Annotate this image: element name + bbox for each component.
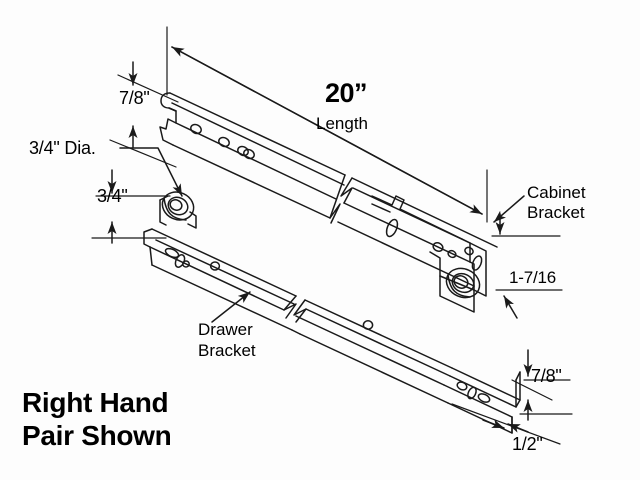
dimension-label-height-top: 7/8" bbox=[119, 88, 150, 108]
drawer-rail-lower bbox=[143, 191, 521, 434]
part-label-cabinet-bracket-line1: Cabinet bbox=[527, 183, 586, 202]
dimension-label-bracket-height: 1-7/16 bbox=[509, 268, 557, 287]
dimension-label-roller-diameter: 3/4" Dia. bbox=[29, 138, 96, 158]
dimension-roller-height bbox=[91, 169, 171, 244]
leader-cabinet-bracket bbox=[493, 195, 525, 223]
leader-roller-diameter bbox=[119, 147, 183, 197]
dimension-label-rail-height-bottom: 7/8" bbox=[531, 366, 562, 386]
dimension-label-length: 20” bbox=[325, 78, 368, 108]
dimension-bracket-height bbox=[491, 213, 563, 319]
dimension-label-roller-height: 3/4" bbox=[97, 186, 128, 206]
dimension-rail-width-bottom bbox=[451, 379, 561, 445]
dimension-rail-height-bottom bbox=[519, 349, 573, 421]
title-line-1: Right Hand bbox=[22, 387, 169, 418]
cabinet-bracket-plate bbox=[429, 238, 487, 313]
leader-drawer-bracket bbox=[211, 291, 251, 323]
part-label-drawer-bracket-line2: Bracket bbox=[198, 341, 256, 360]
cabinet-rail-upper bbox=[159, 92, 498, 287]
dimension-caption-length: Length bbox=[316, 114, 368, 133]
part-label-drawer-bracket-line1: Drawer bbox=[198, 320, 253, 339]
dimension-overall-length bbox=[166, 26, 488, 223]
part-label-cabinet-bracket-line2: Bracket bbox=[527, 203, 585, 222]
dimension-height-top bbox=[109, 61, 179, 168]
title-line-2: Pair Shown bbox=[22, 420, 172, 451]
dimension-label-rail-width-bottom: 1/2" bbox=[512, 434, 543, 454]
